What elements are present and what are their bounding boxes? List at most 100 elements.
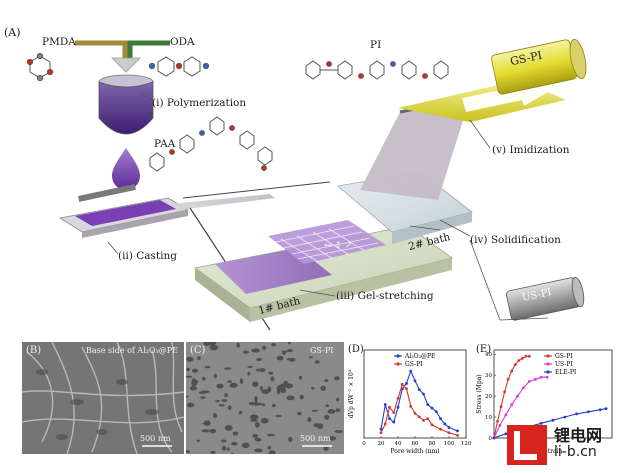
sem-pore: [220, 439, 227, 443]
legend-label: ELE-PI: [555, 369, 577, 376]
sem-pore: [266, 433, 275, 437]
sem-image-b: (B) Base side of Al₂O₃@PE 500 nm: [22, 342, 184, 454]
panel-c-scale: 500 nm: [300, 434, 331, 443]
x-tick-label: 100: [444, 441, 455, 447]
panel-b-caption: Base side of Al₂O₃@PE: [86, 346, 178, 355]
data-point: [539, 375, 543, 379]
sem-pore: [249, 414, 259, 420]
sem-pore: [254, 395, 258, 402]
sem-pore: [186, 450, 190, 454]
data-point: [522, 386, 525, 390]
data-point: [506, 377, 510, 381]
sem-pore: [227, 405, 232, 410]
y-tick-label: 20: [485, 394, 492, 400]
sem-pore: [224, 367, 232, 370]
data-point: [422, 392, 425, 396]
sem-pore: [226, 447, 230, 451]
gs-pi-roll: [491, 38, 587, 95]
sem-pore: [224, 425, 233, 431]
y-axis-label: Stress (Mpa): [476, 374, 483, 413]
sem-pore: [229, 382, 238, 388]
data-point: [379, 427, 383, 431]
panel-b-letter: (B): [26, 345, 42, 356]
data-point: [510, 403, 514, 406]
sem-pore: [209, 428, 217, 434]
data-point: [539, 421, 543, 425]
data-point: [396, 397, 400, 400]
y-tick-label: 10: [485, 415, 492, 421]
data-point: [545, 375, 549, 379]
sem-pore: [261, 345, 267, 350]
sem-pore: [270, 376, 275, 382]
sem-pore: [191, 378, 197, 385]
oda-label: ODA: [170, 36, 195, 48]
film-transfer: [170, 194, 275, 210]
data-point: [417, 415, 421, 419]
sem-pore: [320, 385, 326, 391]
legend-marker: [546, 362, 550, 366]
data-point: [396, 405, 400, 409]
panel-c-caption: GS-PI: [310, 346, 334, 355]
x-axis-label: Pore width (nm): [390, 448, 439, 455]
pi-label: PI: [370, 39, 382, 51]
sem-pore: [261, 403, 266, 407]
sem-pore: [280, 387, 287, 393]
data-point: [587, 410, 590, 414]
sem-pore: [286, 358, 294, 361]
panel-b-scale: 500 nm: [140, 434, 171, 443]
sem-pore: [231, 452, 234, 454]
sem-pore: [268, 371, 274, 375]
data-point: [504, 413, 508, 417]
sem-pore: [283, 380, 288, 387]
y-tick-label: 30: [485, 373, 492, 379]
data-point: [551, 418, 555, 422]
sem-pore: [286, 349, 293, 353]
data-point: [499, 405, 503, 408]
data-point: [492, 436, 496, 440]
sem-pore: [254, 400, 258, 407]
sem-pore: [276, 388, 281, 395]
sem-pore: [316, 423, 324, 429]
data-point: [405, 382, 408, 385]
panel-e-letter: (E): [476, 344, 492, 355]
sem-pore: [334, 376, 340, 381]
sem-pore: [204, 365, 211, 369]
data-point: [413, 411, 417, 415]
data-point: [388, 405, 391, 409]
sem-pore: [243, 350, 250, 354]
data-point: [513, 363, 517, 367]
pmda-molecule: [26, 52, 54, 82]
solidification-label: (iv) Solidification: [470, 234, 561, 246]
x-tick-label: 80: [429, 441, 436, 447]
watermark-logo: [507, 425, 547, 465]
process-schematic: ↔ ↕ ↗: [26, 38, 587, 331]
sem-pore: [297, 411, 302, 416]
data-point: [447, 431, 451, 435]
plot-frame: [363, 349, 467, 439]
sem-pore: [328, 436, 337, 441]
data-point: [604, 407, 608, 411]
data-point: [528, 380, 531, 383]
data-point: [392, 411, 396, 414]
data-point: [422, 419, 425, 422]
sem-texture-c: [186, 342, 344, 454]
data-point: [392, 420, 396, 424]
sem-pore: [325, 404, 330, 407]
series-line-gs-pi: [380, 383, 458, 436]
sem-pore: [276, 355, 284, 361]
legend-marker: [396, 362, 400, 366]
casting-plate: [58, 183, 190, 238]
gel-stretching-label: (iii) Gel-stretching: [336, 290, 434, 302]
oda-feed-pipe: [127, 40, 170, 60]
pi-molecule-chain: [305, 60, 449, 80]
sem-pore: [224, 393, 228, 398]
data-point: [417, 388, 421, 391]
sem-pore: [308, 356, 313, 359]
plot-frame: [493, 349, 613, 439]
legend-marker: [546, 354, 550, 358]
data-point: [443, 422, 447, 426]
sem-pore: [272, 403, 276, 408]
data-point: [520, 356, 524, 360]
